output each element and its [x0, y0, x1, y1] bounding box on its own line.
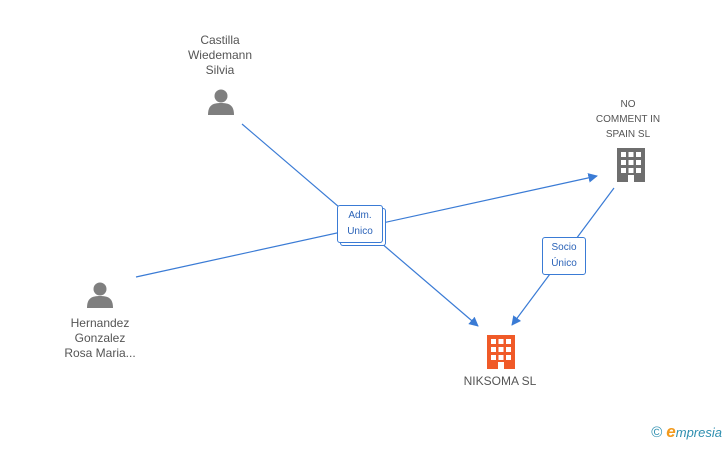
- empresia-logo[interactable]: empresia: [666, 422, 722, 441]
- person-icon[interactable]: [87, 282, 113, 309]
- node-label-niksoma[interactable]: NIKSOMA SL: [463, 374, 537, 388]
- node-label-castilla[interactable]: Castilla Wiedemann Silvia: [187, 33, 253, 77]
- edge-label-socio-unico[interactable]: Socio Único: [542, 237, 586, 275]
- copyright-icon: ©: [651, 423, 663, 441]
- person-icon[interactable]: [208, 89, 234, 116]
- node-label-nocomment[interactable]: NO COMMENT IN SPAIN SL: [595, 99, 661, 140]
- edge-label-adm-unico[interactable]: Adm. Unico: [337, 205, 383, 243]
- node-label-hernandez[interactable]: Hernandez Gonzalez Rosa Maria...: [64, 316, 136, 360]
- brand-footer: © empresia: [651, 422, 722, 442]
- building-icon[interactable]: [487, 335, 515, 369]
- building-icon[interactable]: [617, 148, 645, 182]
